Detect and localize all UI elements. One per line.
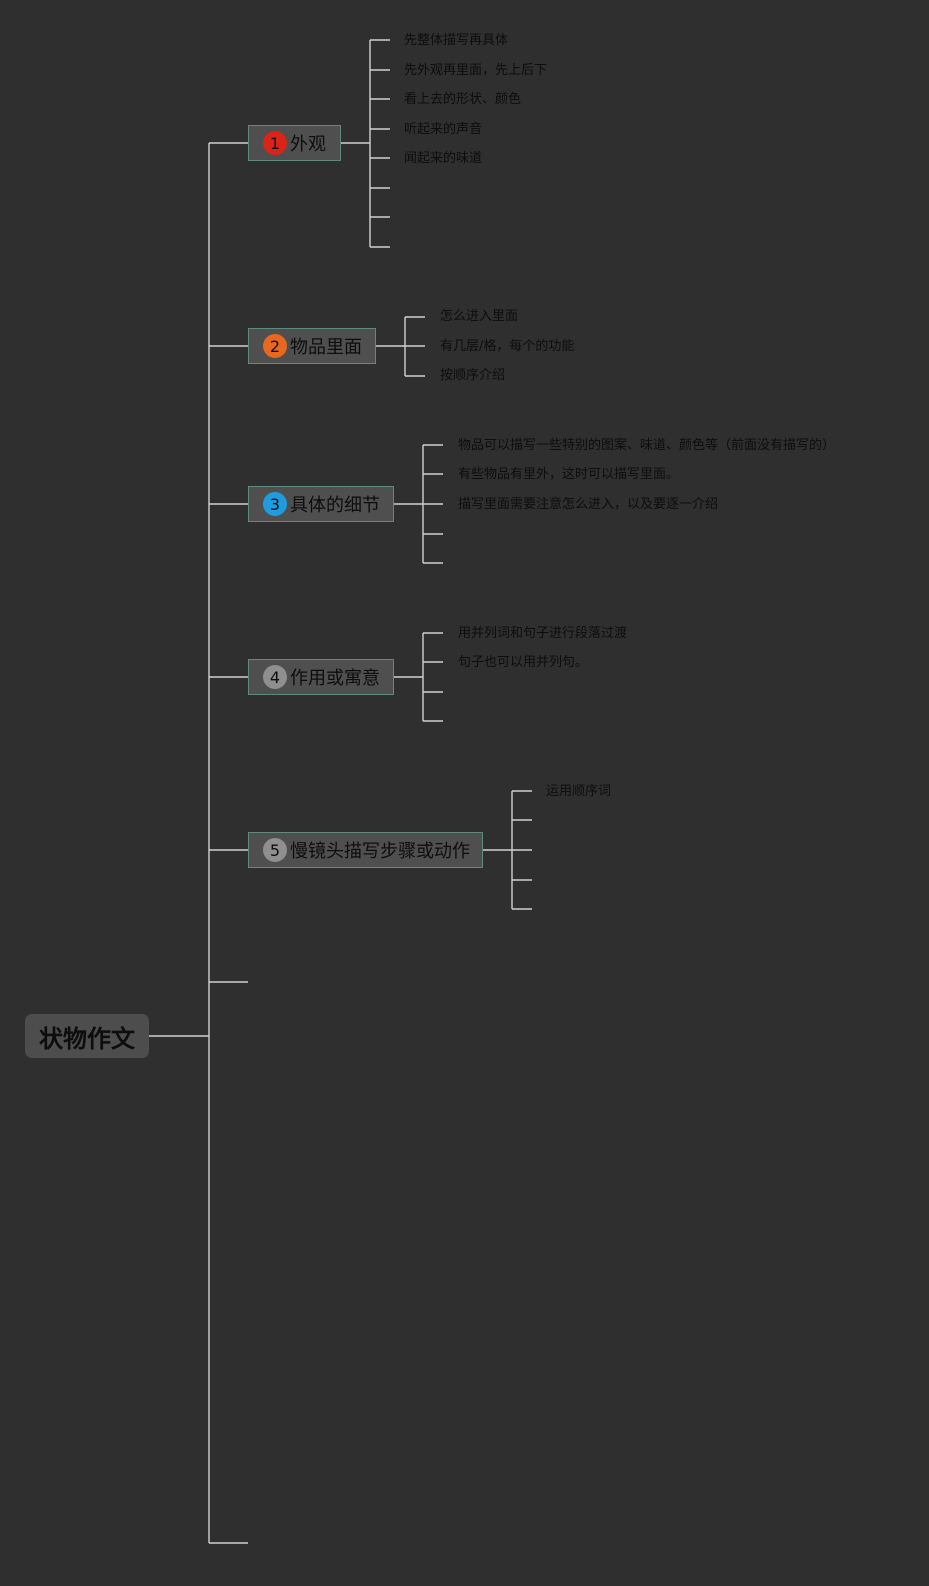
- number-badge-icon: 1: [263, 131, 287, 155]
- branch-node-details[interactable]: 3 具体的细节: [248, 486, 394, 522]
- leaf-item[interactable]: 运用顺序词: [546, 784, 612, 799]
- branch-label: 外观: [290, 134, 326, 155]
- number-badge-icon: 4: [263, 665, 287, 689]
- leaf-item[interactable]: 用并列词和句子进行段落过渡: [458, 626, 628, 641]
- branch-node-appearance[interactable]: 1 外观: [248, 125, 341, 161]
- branch-label: 慢镜头描写步骤或动作: [290, 841, 470, 862]
- branch-label: 作用或寓意: [290, 668, 380, 689]
- leaf-item[interactable]: 先外观再里面，先上后下: [404, 63, 548, 78]
- leaf-item[interactable]: 物品可以描写一些特别的图案、味道、颜色等（前面没有描写的）: [458, 438, 836, 453]
- leaf-item[interactable]: 听起来的声音: [404, 122, 483, 137]
- leaf-item[interactable]: 有几层/格，每个的功能: [440, 339, 575, 354]
- number-badge-icon: 5: [263, 838, 287, 862]
- leaf-item[interactable]: 描写里面需要注意怎么进入，以及要逐一介绍: [458, 497, 719, 512]
- leaf-item[interactable]: 闻起来的味道: [404, 151, 483, 166]
- leaf-item[interactable]: 怎么进入里面: [440, 309, 519, 324]
- number-badge-icon: 3: [263, 492, 287, 516]
- number-badge-icon: 2: [263, 334, 287, 358]
- branch-label: 具体的细节: [290, 495, 380, 516]
- root-node[interactable]: 状物作文: [25, 1014, 149, 1058]
- leaf-item[interactable]: 先整体描写再具体: [404, 33, 509, 48]
- leaf-item[interactable]: 看上去的形状、颜色: [404, 92, 522, 107]
- branch-node-purpose[interactable]: 4 作用或寓意: [248, 659, 394, 695]
- leaf-item[interactable]: 句子也可以用并列句。: [458, 655, 589, 670]
- leaf-item[interactable]: 有些物品有里外，这时可以描写里面。: [458, 467, 680, 482]
- branch-node-slow-motion[interactable]: 5 慢镜头描写步骤或动作: [248, 832, 483, 868]
- leaf-item[interactable]: 按顺序介绍: [440, 368, 506, 383]
- branch-node-inside[interactable]: 2 物品里面: [248, 328, 376, 364]
- root-node-label: 状物作文: [39, 1024, 135, 1053]
- branch-label: 物品里面: [290, 337, 362, 358]
